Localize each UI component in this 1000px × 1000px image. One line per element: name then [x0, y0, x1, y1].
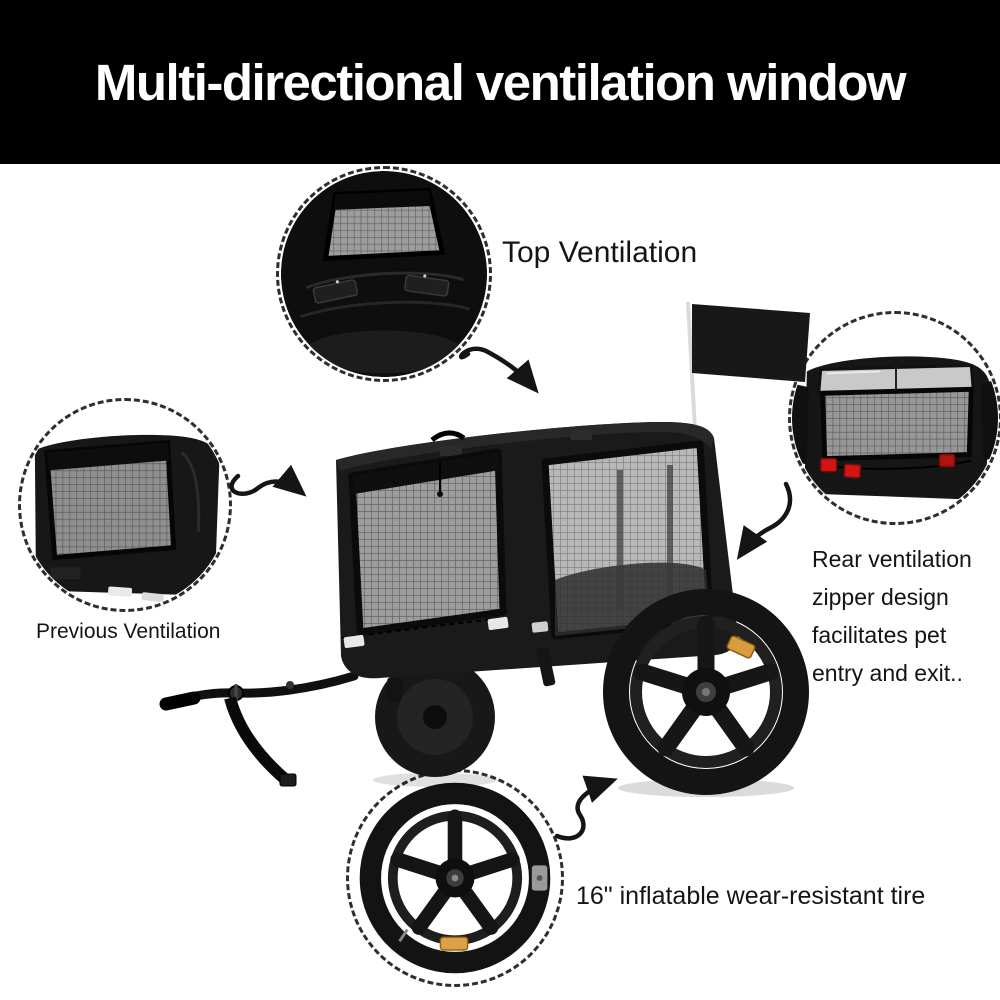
- tire-label: 16" inflatable wear-resistant tire: [576, 882, 926, 910]
- wheel-reflector: [726, 635, 756, 659]
- side-reflector: [531, 621, 549, 633]
- curved-arrow-right-icon: [736, 481, 793, 560]
- trailer-body: [336, 422, 738, 703]
- previous-ventilation-photo: [18, 398, 232, 612]
- curved-arrow-top-icon: [458, 346, 539, 394]
- previous-ventilation-illustration: [34, 434, 220, 602]
- trailer-illustration: [159, 301, 810, 797]
- right-wheel: [603, 589, 809, 795]
- safety-strap: [224, 696, 290, 785]
- front-mesh-window: [348, 448, 507, 636]
- top-ventilation-label: Top Ventilation: [502, 236, 698, 269]
- tire-photo: [346, 769, 564, 987]
- roof-handle: [430, 430, 466, 443]
- tow-bar: [159, 671, 359, 787]
- front-reflector: [487, 616, 509, 631]
- top-ventilation-illustration: [280, 170, 488, 378]
- top-ventilation-photo: [276, 166, 492, 382]
- rear-ventilation-illustration: [791, 356, 999, 500]
- wheel-shadow: [618, 779, 794, 797]
- side-mesh-window: [541, 440, 714, 640]
- curved-arrow-bottom-icon: [554, 775, 618, 841]
- left-wheel: [375, 657, 495, 777]
- rear-ventilation-text: Rear ventilation zipper design facilitat…: [812, 546, 972, 686]
- curved-arrow-left-icon: [229, 464, 307, 497]
- tire-illustration: [359, 782, 551, 974]
- rear-ventilation-photo: [788, 311, 1000, 525]
- previous-ventilation-label: Previous Ventilation: [36, 620, 221, 643]
- front-reflector: [343, 634, 365, 649]
- header-banner: Multi-directional ventilation window: [0, 0, 1000, 164]
- page-title: Multi-directional ventilation window: [94, 53, 907, 111]
